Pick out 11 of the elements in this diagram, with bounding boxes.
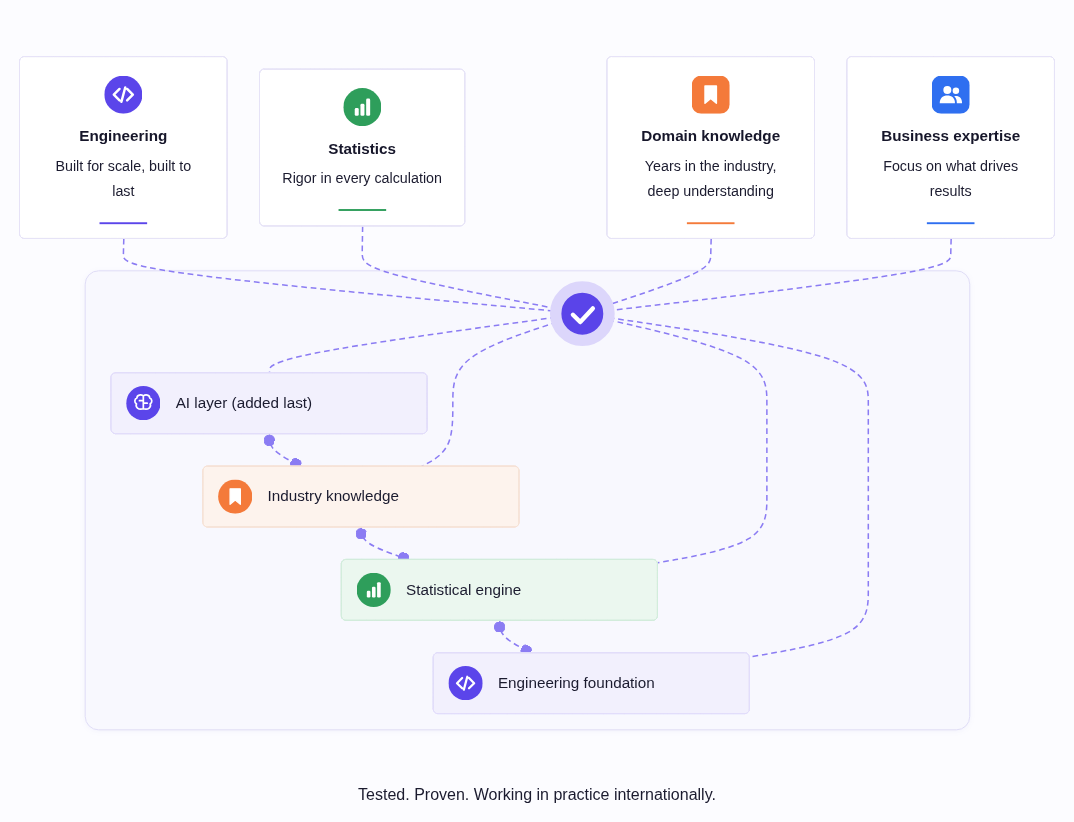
cluster xyxy=(84,270,971,731)
note-text: Tested. Proven. Working in practice internationally. xyxy=(358,785,716,806)
node-label: Years in the industry, deep understanding xyxy=(644,157,777,199)
node-label: Domain knowledge xyxy=(641,127,781,145)
node-label: Business expertise xyxy=(881,127,1021,145)
node-label: Engineering xyxy=(79,127,168,145)
node-label: Focus on what drives results xyxy=(883,157,1019,199)
node-circle xyxy=(549,281,615,347)
node-label: Rigor in every calculation xyxy=(282,170,442,187)
node-label: Statistics xyxy=(328,140,397,157)
node-label: Built for scale, built to last xyxy=(55,157,192,199)
